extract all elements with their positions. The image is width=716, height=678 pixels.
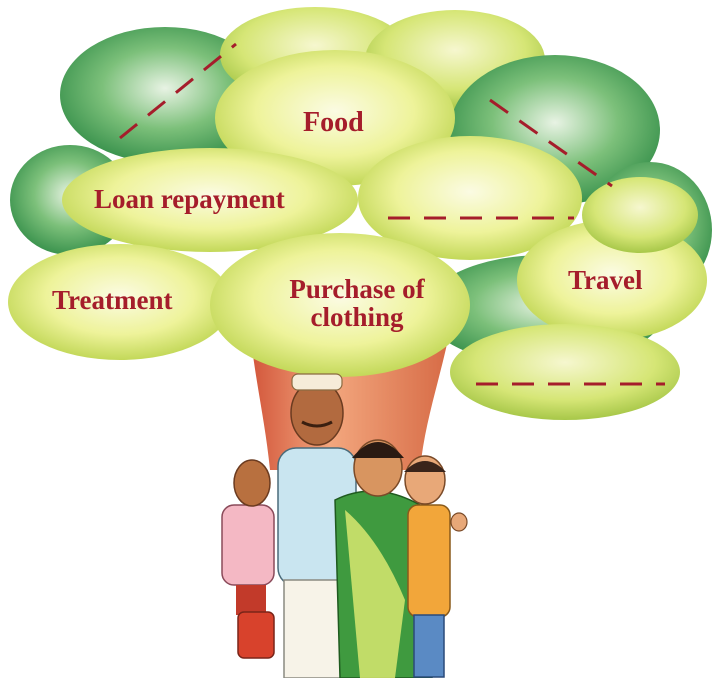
label-purchase-line-1: Purchase of — [289, 274, 425, 304]
girl-figure — [404, 455, 468, 678]
family — [221, 373, 468, 678]
label-purchase-of-clothing: Purchase of clothing — [262, 275, 452, 332]
mother-figure — [334, 439, 433, 678]
foliage-front — [8, 50, 707, 420]
blank-lines — [119, 42, 665, 386]
boy-figure — [221, 459, 275, 659]
label-treatment: Treatment — [52, 285, 173, 315]
label-food: Food — [303, 107, 364, 138]
label-purchase-line-2: clothing — [310, 302, 404, 333]
blank-line-top-right — [489, 98, 613, 188]
blank-line-top-left — [119, 42, 237, 140]
label-travel: Travel — [568, 265, 643, 295]
label-loan-repayment: Loan repayment — [94, 184, 285, 214]
